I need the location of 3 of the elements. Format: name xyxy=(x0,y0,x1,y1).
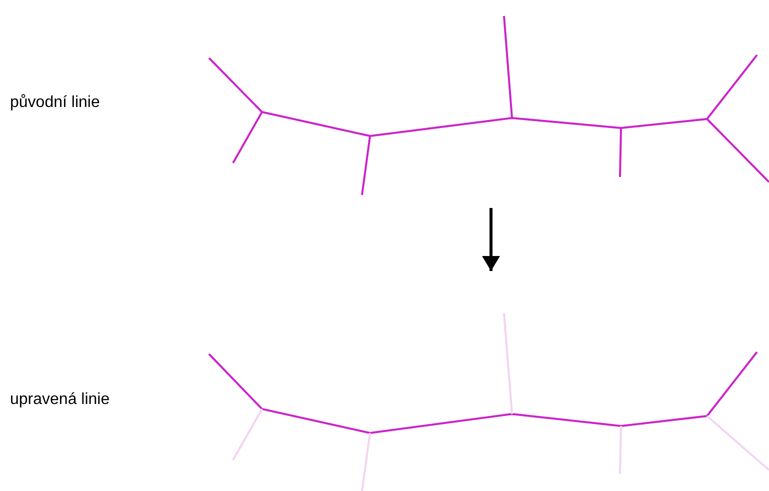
arrow xyxy=(482,208,500,271)
line-caption: původní linie xyxy=(10,94,100,112)
line-caption: upravená linie xyxy=(10,391,110,409)
